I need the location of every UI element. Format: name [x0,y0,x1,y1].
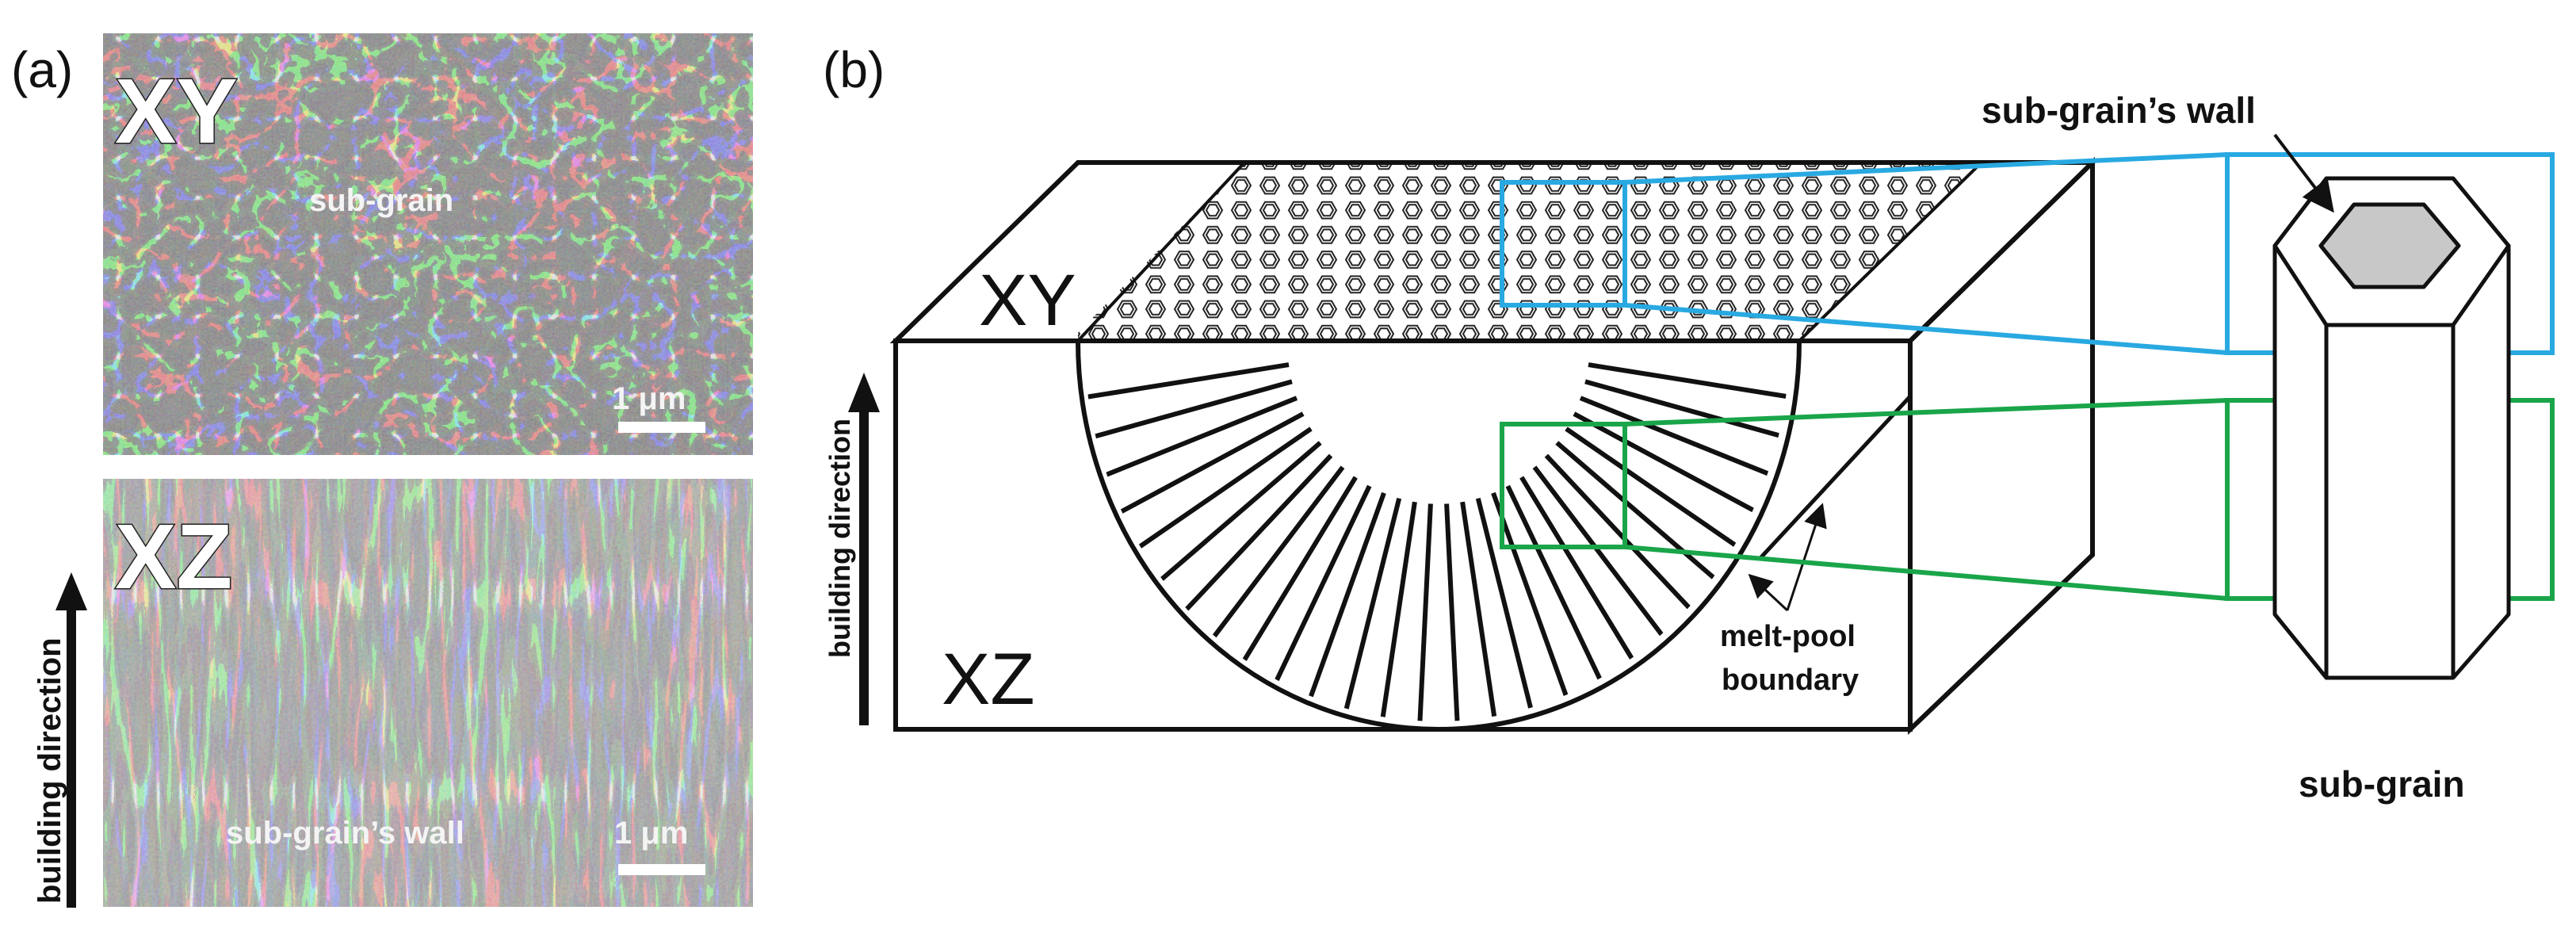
honeycomb-edge-left [1076,161,1246,342]
melt-pool-label-line1: melt-pool [1720,620,1856,653]
right-face [1908,156,2095,736]
sem-xy-title: XY [115,59,238,163]
grain-line [1114,411,1305,517]
sem-xz-scale-label: 1 μm [614,816,688,851]
sem-xy-scale-label: 1 μm [612,381,686,416]
block-diagram [889,156,2099,736]
grain-line [1460,501,1498,721]
honeycomb-texture [1078,163,1982,341]
grain-line [1271,484,1372,688]
building-direction-label-b: building direction [824,419,856,658]
sem-xz-annotation: sub-grain’s wall [226,816,464,851]
grain-line [1555,441,1722,586]
panel-b-building-direction: building direction [824,373,880,725]
panel-a-building-direction: building direction [32,572,87,908]
xz-zoom-line-top [1624,398,2228,426]
grain-line [1417,503,1433,721]
grain-line [1565,426,1745,553]
sem-image-xy: XY sub-grain 1 μm [103,33,753,455]
sem-image-xz: XZ sub-grain’s wall 1 μm [103,479,753,907]
grain-line [1155,441,1322,586]
sub-grain-prism [2272,176,2511,680]
sem-xy-scale-bar [618,422,705,433]
grain-line [1491,491,1572,705]
grain-line [1239,476,1358,667]
grain-line [1305,491,1386,705]
grain-line [1475,497,1535,717]
grain-line [1544,453,1697,616]
grain-line [1208,465,1345,644]
grain-line [1588,362,1790,400]
grain-line [1180,453,1333,616]
grain-line [1444,503,1460,721]
grain-line [1532,465,1669,644]
melt-pool-arrow-2 [1786,503,1827,611]
grain-line [1088,379,1293,441]
xy-zoom-source-box [1500,180,1627,308]
sem-xz-scale-bar [618,864,705,875]
building-direction-label-a: building direction [32,637,67,904]
grain-line [1342,497,1402,717]
face-xy-label: XY [979,260,1076,341]
arrow-head-icon [848,373,880,412]
grain-line [1084,362,1290,400]
sem-xz-title: XZ [115,505,232,608]
melt-pool-arrow-1 [1748,573,1789,612]
panel-b-label: (b) [823,41,885,98]
xz-zoom-source-box [1500,422,1627,549]
arrow-head-icon [55,572,87,610]
sub-grain-wall-arrow [2273,133,2334,213]
xz-zoom-line-bottom [1624,545,2228,601]
grain-line [1579,396,1778,480]
xy-zoom-line-top [1624,152,2228,185]
grain-line [1379,501,1417,721]
melt-pool-label-line2: boundary [1722,664,1859,697]
grain-line [1519,476,1638,667]
grain-line [1505,484,1606,688]
melt-pool-outline [1076,340,1802,732]
melt-pool-grain-lines [1084,362,1790,721]
sub-grain-wall-label: sub-grain’s wall [1982,90,2256,131]
sub-grain-label: sub-grain [2299,763,2465,805]
grain-line [1573,411,1763,517]
grain-line [1133,426,1313,553]
prism-core [2318,202,2461,289]
sem-xy-annotation: sub-grain [309,183,453,218]
face-xz-label: XZ [942,639,1035,720]
melt-pool-annotation: melt-pool boundary [1720,503,1859,697]
grain-line [1099,396,1298,480]
grain-line [1584,379,1789,441]
xy-zoom-line-bottom [1624,303,2228,355]
panel-a-label: (a) [11,41,73,98]
honeycomb-edge-right [1798,161,1983,342]
melt-pool-side-edge [1758,395,1912,560]
